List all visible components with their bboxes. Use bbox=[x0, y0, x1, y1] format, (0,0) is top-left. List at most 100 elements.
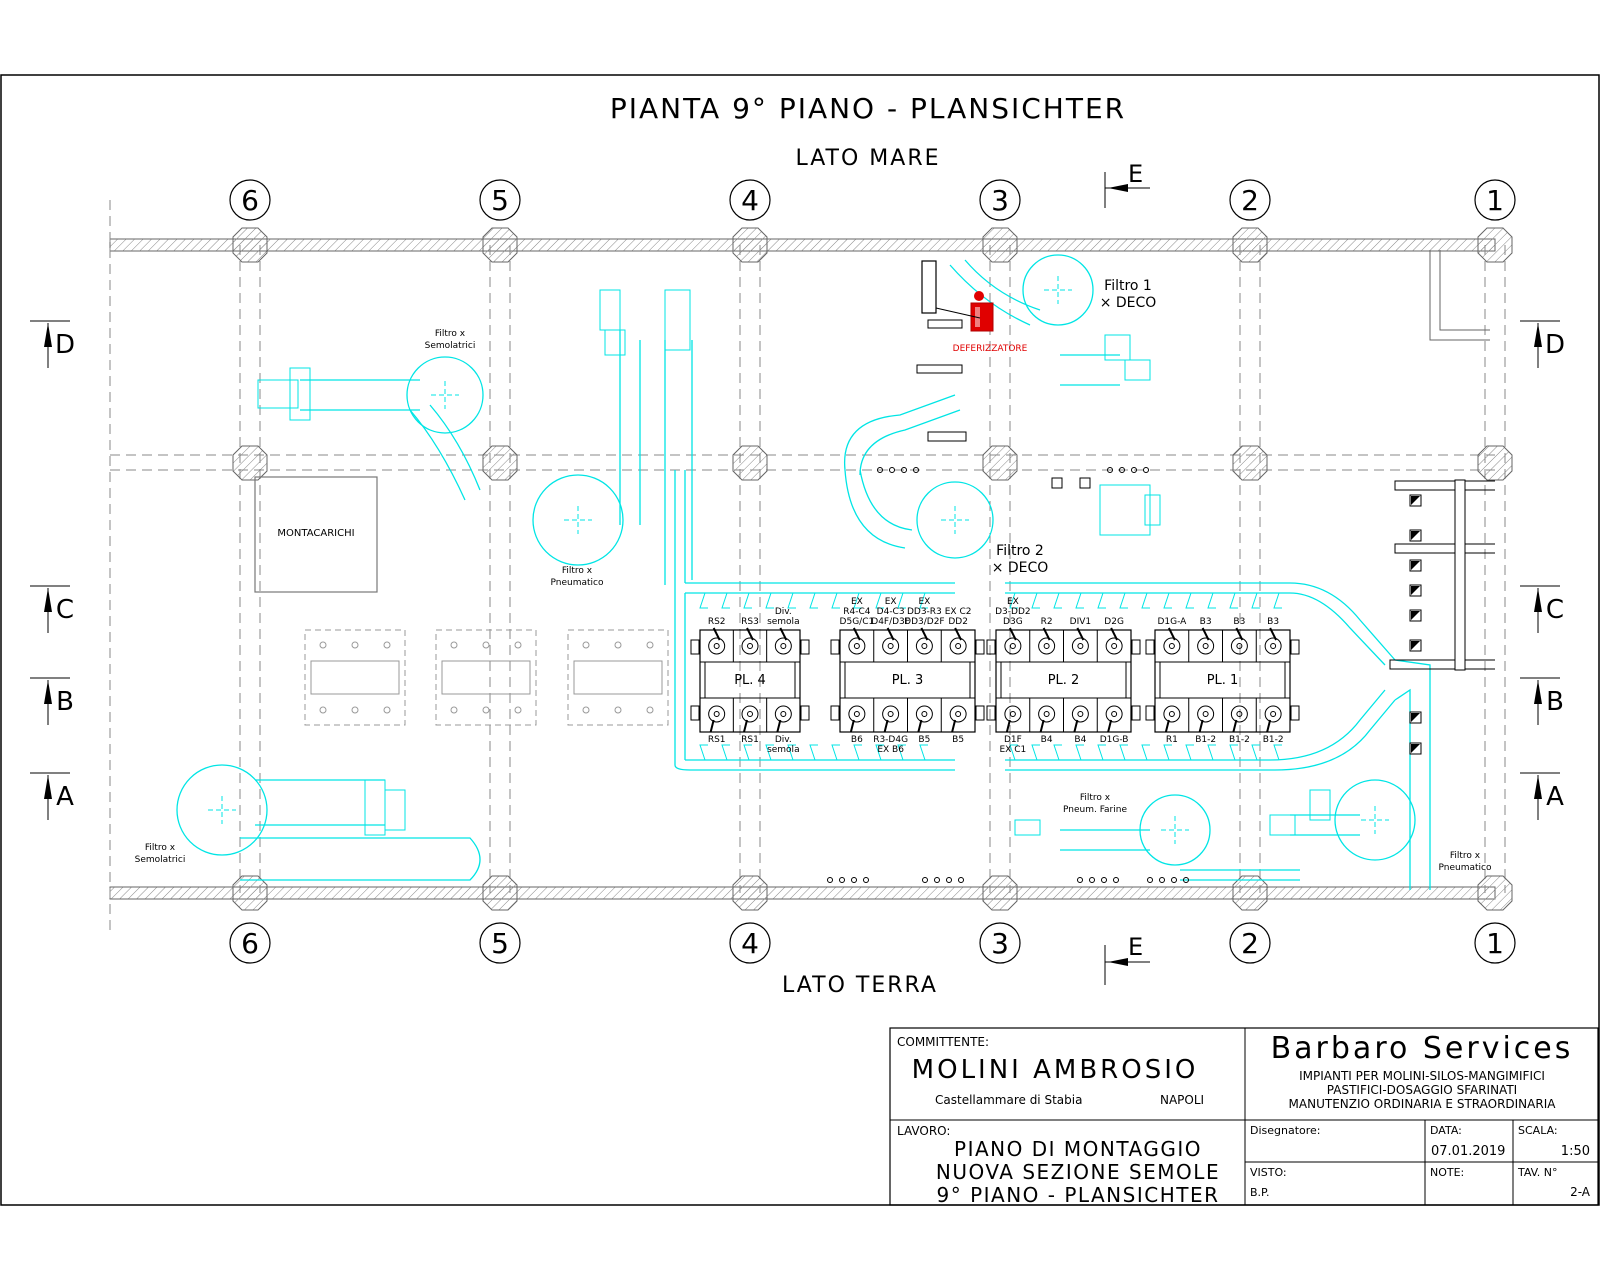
outlet-icon bbox=[1163, 705, 1181, 723]
wall-bottom bbox=[109, 886, 1496, 900]
footprint-bolt bbox=[582, 706, 590, 714]
anchor-bolt bbox=[1107, 467, 1113, 473]
duct-segment bbox=[674, 470, 686, 585]
valve-fill bbox=[1411, 531, 1420, 540]
outlet-icon bbox=[1071, 637, 1089, 655]
fan-motor bbox=[384, 789, 406, 831]
outlet-spout bbox=[954, 627, 963, 641]
anchor-bolt bbox=[1077, 877, 1083, 883]
duct-segment bbox=[619, 330, 641, 525]
fan-motor bbox=[1099, 484, 1151, 536]
anchor-bolt bbox=[913, 467, 919, 473]
outlet-icon bbox=[1105, 705, 1123, 723]
fan-motor bbox=[1144, 494, 1161, 526]
filter-label: Filtro x bbox=[1080, 793, 1111, 803]
anchor-bolt bbox=[827, 877, 833, 883]
axis-marker-2-top: 2 bbox=[1229, 179, 1271, 221]
column-pillar bbox=[1232, 227, 1268, 263]
structural-grid bbox=[109, 200, 1513, 935]
outlet-label-bottom: EX C1 bbox=[1000, 745, 1027, 755]
section-e-top-label: E bbox=[1128, 160, 1143, 188]
fan-motor bbox=[1104, 334, 1131, 361]
outlet-icon bbox=[1009, 643, 1016, 649]
axis-label: 1 bbox=[1486, 927, 1504, 960]
duct-segment bbox=[949, 259, 1041, 326]
outlet-icon bbox=[747, 711, 753, 717]
outlet-icon bbox=[1105, 637, 1123, 655]
outlet-label-bottom: semola bbox=[767, 745, 800, 755]
column-pillar bbox=[1232, 875, 1268, 911]
outlet-label-top: EX bbox=[918, 597, 930, 607]
outlet-spout bbox=[1073, 719, 1079, 733]
duct-branch bbox=[1185, 744, 1194, 761]
outlet-spout bbox=[1167, 627, 1176, 641]
outlet-icon bbox=[1168, 643, 1175, 649]
axis-marker-5-top: 5 bbox=[479, 179, 521, 221]
outlet-icon bbox=[708, 637, 726, 655]
valve-icon bbox=[1051, 477, 1063, 489]
visto-value: B.P. bbox=[1250, 1186, 1269, 1199]
outlet-icon bbox=[915, 637, 933, 655]
axis-marker-6-bottom: 6 bbox=[229, 922, 271, 964]
anchor-bolt bbox=[1131, 467, 1137, 473]
fan-motor bbox=[1269, 814, 1296, 836]
section-mark-right-C: C bbox=[1520, 585, 1564, 633]
footprint-bolt bbox=[383, 641, 391, 649]
footprint-bolt bbox=[646, 641, 654, 649]
section-label: C bbox=[56, 595, 74, 625]
old-footprint bbox=[435, 629, 537, 726]
section-label: B bbox=[1546, 687, 1564, 717]
fan-motor bbox=[604, 329, 626, 356]
deferizzatore-label: DEFERIZZATORE bbox=[953, 344, 1028, 354]
duct-branch bbox=[1229, 744, 1238, 761]
section-e-bottom-label: E bbox=[1128, 933, 1143, 961]
axis-circle bbox=[479, 922, 521, 964]
side-bottom-label: LATO TERRA bbox=[782, 973, 938, 998]
anchor-bolt bbox=[934, 877, 940, 883]
footprint-bolt bbox=[383, 706, 391, 714]
axis-circle bbox=[729, 179, 771, 221]
outlet-label-top: semola bbox=[767, 617, 800, 627]
outlet-icon bbox=[882, 705, 900, 723]
section-arrow-icon bbox=[44, 588, 52, 612]
footprint-bolt bbox=[450, 641, 458, 649]
duct-branch bbox=[1119, 592, 1128, 609]
outlet-label-top: Div. bbox=[775, 607, 792, 617]
filter-label: Filtro x bbox=[435, 329, 466, 339]
clamp bbox=[986, 639, 996, 655]
side-top-label: LATO MARE bbox=[795, 146, 940, 171]
outlet-icon bbox=[1111, 643, 1118, 649]
outlet-icon bbox=[921, 643, 928, 649]
filter-label: Filtro x bbox=[562, 566, 593, 576]
column-pillar bbox=[482, 875, 518, 911]
duct-branch bbox=[1075, 744, 1084, 761]
outlet-spout bbox=[852, 627, 861, 641]
outlet-spout bbox=[1232, 719, 1238, 733]
outlet-label-bottom: B1-2 bbox=[1229, 735, 1250, 745]
fan-motor bbox=[257, 379, 299, 409]
outlet-label-top: B3 bbox=[1233, 617, 1245, 627]
plansichter-machines: PL. 4RS2RS1RS3RS1Div.semolaDiv.semolaPL.… bbox=[690, 597, 1300, 755]
outlet-spout bbox=[920, 627, 929, 641]
outlet-label-bottom: R3-D4G bbox=[873, 735, 908, 745]
axis-circle bbox=[1229, 179, 1271, 221]
anchor-bolt bbox=[1119, 467, 1125, 473]
duct-branch bbox=[1229, 592, 1238, 609]
outlet-label-top: D3-DD2 bbox=[995, 607, 1031, 617]
outlet-label-top: B3 bbox=[1200, 617, 1212, 627]
column-pillar bbox=[732, 875, 768, 911]
filter-body bbox=[1334, 779, 1416, 861]
footprint-bolt bbox=[514, 706, 522, 714]
outlet-icon bbox=[1230, 705, 1248, 723]
outlet-icon bbox=[1264, 637, 1282, 655]
duct-segment bbox=[300, 379, 481, 501]
section-arrow-icon bbox=[1534, 588, 1542, 612]
clamp bbox=[986, 705, 996, 721]
axis-marker-5-bottom: 5 bbox=[479, 922, 521, 964]
fan-motor bbox=[1309, 789, 1331, 821]
footprint-bolt bbox=[614, 641, 622, 649]
section-arrow-icon bbox=[44, 775, 52, 799]
